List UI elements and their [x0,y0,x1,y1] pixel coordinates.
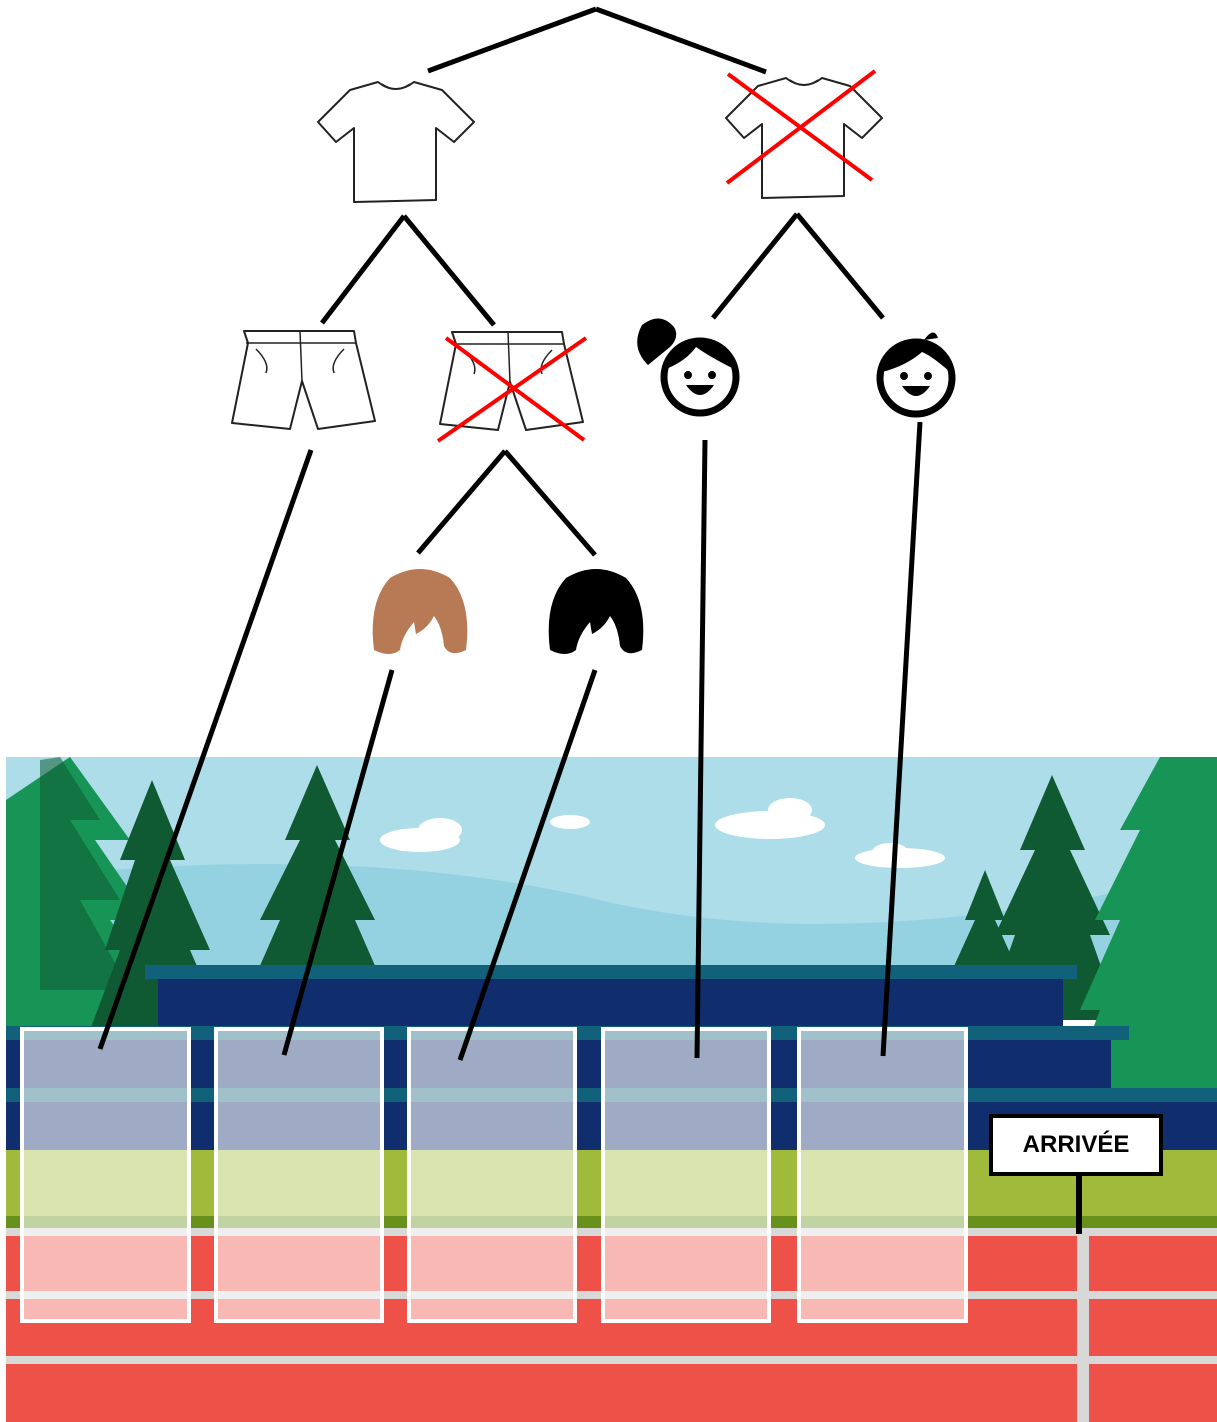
finish-sign: ARRIVÉE [989,1114,1163,1176]
black-hair-icon [548,569,644,654]
edge-no-tshirt-boy [795,212,885,320]
tshirt-icon [317,81,475,203]
clouds [380,798,945,868]
answer-box-3[interactable] [407,1027,577,1323]
brown-hair-icon [372,569,468,654]
edge-shorts-box1 [97,449,314,1050]
shorts-icon [231,330,376,430]
edge-girl-box4 [694,439,708,1059]
edge-no-shorts-brown [416,449,507,555]
answer-box-1[interactable] [20,1027,191,1323]
edge-boy-box5 [880,421,923,1057]
girl-face-icon [637,318,740,417]
answer-box-2[interactable] [214,1027,384,1323]
edge-root-with-tshirt [427,6,597,74]
answer-boxes [20,1027,968,1323]
tree-edges [97,6,923,1061]
edge-brown-box2 [281,669,395,1056]
boy-face-icon [876,332,956,418]
answer-box-5[interactable] [797,1027,968,1323]
edge-tshirt-no-shorts [402,214,496,327]
cross-mark-tshirt [725,69,877,185]
shorts-crossed-icon [439,331,584,431]
edge-tshirt-shorts [320,214,406,325]
cross-mark-shorts [436,336,588,443]
tshirt-crossed-icon [725,77,883,199]
finish-sign-post [1076,1176,1082,1234]
edge-black-box3 [457,669,598,1061]
trees [6,757,1217,1090]
edge-no-shorts-black [503,449,597,557]
answer-box-4[interactable] [601,1027,771,1323]
finish-sign-label: ARRIVÉE [1022,1131,1130,1158]
edge-no-tshirt-girl [711,212,799,320]
edge-root-no-tshirt [595,6,767,75]
